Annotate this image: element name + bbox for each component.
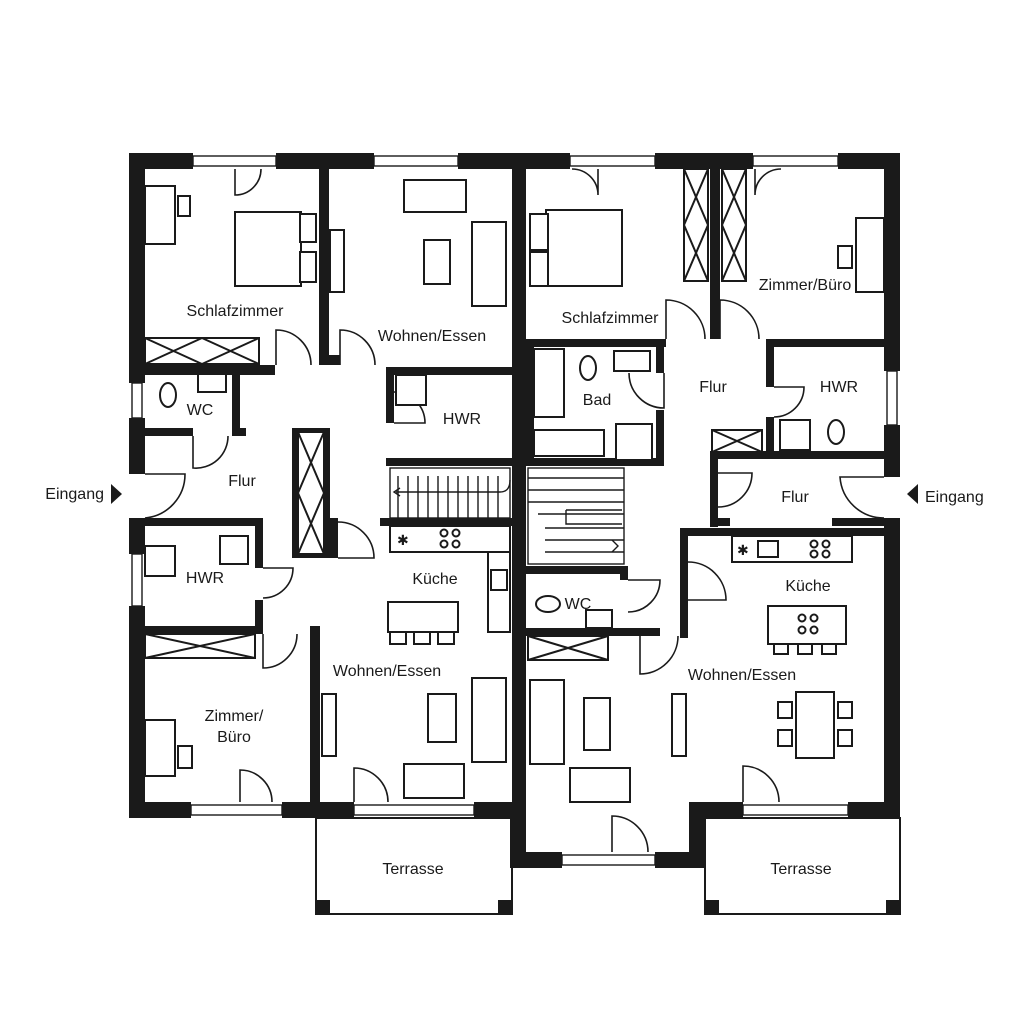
label-left-terrasse: Terrasse [382, 861, 443, 878]
label-right-terrasse: Terrasse [770, 861, 831, 878]
label-right-eingang: Eingang [925, 489, 984, 506]
label-left-wohnen-top: Wohnen/Essen [378, 328, 486, 345]
label-left-hwr-top: HWR [443, 411, 481, 428]
furniture [144, 168, 885, 803]
label-left-schlafzimmer: Schlafzimmer [187, 303, 285, 320]
extractor-fan-icon-left: ✱ [397, 532, 409, 548]
entrance-arrow-right-icon [907, 484, 918, 504]
extractor-fan-icon-right: ✱ [737, 542, 749, 558]
room-labels: Schlafzimmer Wohnen/Essen WC HWR Flur Ei… [45, 277, 983, 878]
label-right-wc: WC [565, 596, 592, 613]
label-right-bad: Bad [583, 392, 611, 409]
label-left-kueche: Küche [412, 571, 457, 588]
label-right-schlafzimmer: Schlafzimmer [562, 310, 660, 327]
label-right-kueche: Küche [785, 578, 830, 595]
label-left-hwr-bottom: HWR [186, 570, 224, 587]
label-left-zimmer-line1: Zimmer/ [205, 708, 264, 725]
label-left-wohnen-bottom: Wohnen/Essen [333, 663, 441, 680]
label-right-flur-entry: Flur [781, 489, 809, 506]
label-right-hwr: HWR [820, 379, 858, 396]
terraces [315, 817, 901, 915]
entrance-arrow-left-icon [111, 484, 122, 504]
label-left-zimmer-line2: Büro [217, 729, 251, 746]
label-right-wohnen: Wohnen/Essen [688, 667, 796, 684]
label-right-flur-top: Flur [699, 379, 727, 396]
label-left-wc: WC [187, 402, 214, 419]
label-left-flur: Flur [228, 473, 256, 490]
label-left-eingang: Eingang [45, 486, 104, 503]
icons: ✱ ✱ [111, 484, 918, 558]
exterior-walls [129, 153, 900, 868]
windows [131, 155, 898, 866]
stairs [389, 467, 625, 565]
doors [144, 168, 885, 853]
label-right-zimmer: Zimmer/Büro [759, 277, 852, 294]
